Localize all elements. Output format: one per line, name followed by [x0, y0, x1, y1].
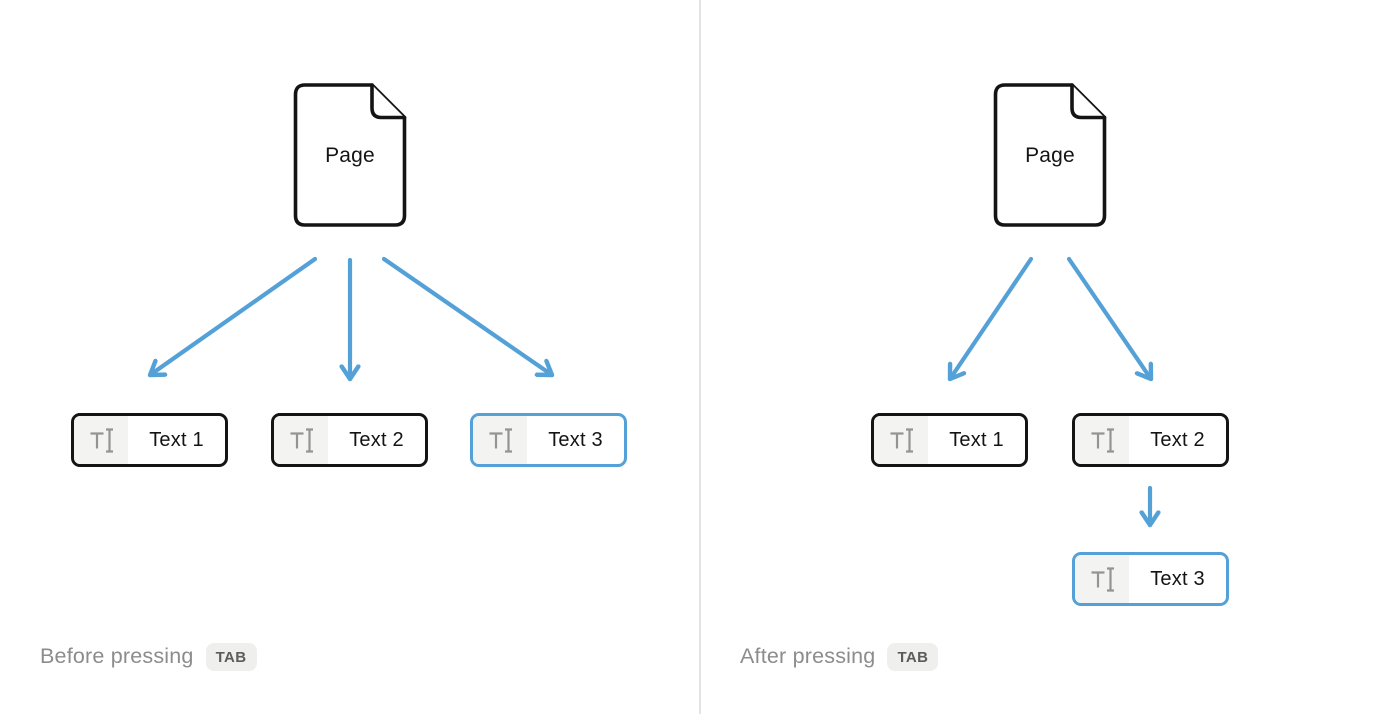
document-icon — [993, 83, 1107, 227]
text-cursor-icon — [1091, 567, 1114, 592]
text-block-type-icon — [74, 416, 128, 464]
text-cursor-icon — [890, 428, 913, 453]
page-label: Page — [1025, 144, 1075, 167]
text-block-1: Text 1 — [871, 413, 1028, 467]
page-label: Page — [325, 144, 375, 167]
text-block-type-icon — [1075, 555, 1129, 603]
page-icon: Page — [291, 82, 409, 228]
text-block-label: Text 2 — [1150, 428, 1205, 451]
text-block-2: Text 2 — [1072, 413, 1229, 467]
text-block-type-icon — [274, 416, 328, 464]
text-block-1: Text 1 — [71, 413, 228, 467]
text-cursor-icon — [90, 428, 113, 453]
text-block-label: Text 3 — [548, 428, 603, 451]
arrow-before-page-to-text1 — [150, 256, 318, 375]
arrow-before-page-to-text3 — [381, 256, 552, 375]
document-icon — [293, 83, 407, 227]
text-block-label: Text 1 — [149, 428, 204, 451]
text-block-type-icon — [473, 416, 527, 464]
caption-before: Before pressing TAB — [40, 639, 257, 674]
text-block-3-selected: Text 3 — [470, 413, 627, 467]
text-block-3-selected-nested: Text 3 — [1072, 552, 1229, 606]
text-cursor-icon — [290, 428, 313, 453]
tab-key-badge: TAB — [205, 642, 257, 671]
panel-divider — [699, 0, 701, 714]
text-cursor-icon — [1091, 428, 1114, 453]
text-block-label: Text 2 — [349, 428, 404, 451]
arrow-after-page-to-text1 — [950, 256, 1034, 379]
caption-after: After pressing TAB — [740, 639, 939, 674]
text-block-label: Text 1 — [949, 428, 1004, 451]
text-cursor-icon — [489, 428, 512, 453]
caption-text: Before pressing — [40, 644, 194, 668]
text-block-2: Text 2 — [271, 413, 428, 467]
tab-key-badge: TAB — [887, 642, 939, 671]
text-block-type-icon — [874, 416, 928, 464]
caption-text: After pressing — [740, 644, 876, 668]
page-icon: Page — [991, 82, 1109, 228]
arrow-after-page-to-text2 — [1066, 256, 1151, 379]
text-block-label: Text 3 — [1150, 567, 1205, 590]
text-block-type-icon — [1075, 416, 1129, 464]
